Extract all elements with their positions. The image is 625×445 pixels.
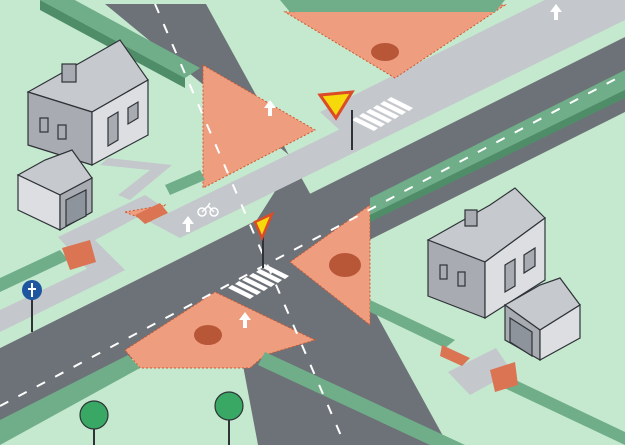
bush-right bbox=[329, 253, 361, 277]
house-right-window-2 bbox=[458, 272, 465, 286]
bush-top-right bbox=[371, 43, 399, 61]
house-left-door bbox=[108, 112, 118, 146]
house-left-window-1 bbox=[40, 118, 48, 132]
hedge-upper-right bbox=[280, 0, 505, 12]
bush-bottom bbox=[194, 325, 222, 345]
house-right-chimney bbox=[465, 210, 477, 226]
house-left-chimney bbox=[62, 64, 76, 82]
house-right-door bbox=[505, 259, 515, 292]
house-right-window-1 bbox=[440, 265, 447, 279]
house-left-window-2 bbox=[58, 125, 66, 139]
tree-2-crown bbox=[215, 392, 243, 420]
tree-1-crown bbox=[80, 401, 108, 429]
